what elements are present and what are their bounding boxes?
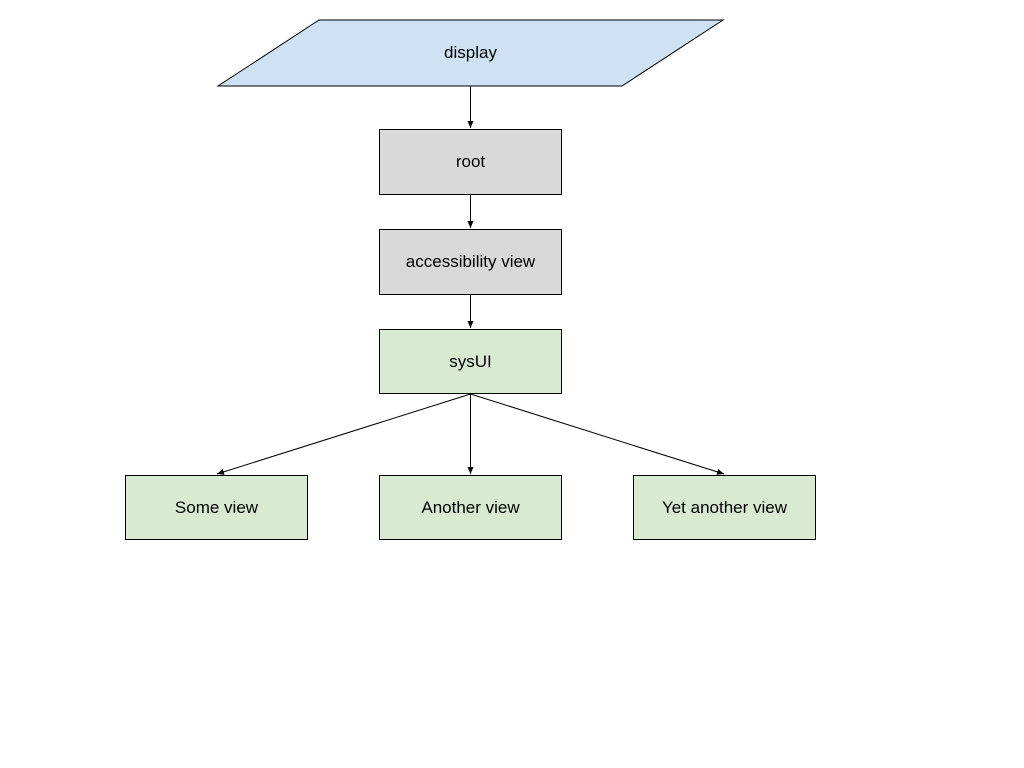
display-shape bbox=[216, 19, 725, 87]
node-sysui: sysUI bbox=[379, 329, 562, 394]
node-accessibility-view: accessibility view bbox=[379, 229, 562, 295]
edge-sysui-some bbox=[216, 393, 471, 475]
node-another-view: Another view bbox=[379, 475, 562, 540]
node-some-view: Some view bbox=[125, 475, 308, 540]
node-root: root bbox=[379, 129, 562, 195]
node-display-label: display bbox=[444, 43, 497, 62]
edge-sysui-yet bbox=[470, 393, 725, 475]
node-yet-another-view: Yet another view bbox=[633, 475, 816, 540]
